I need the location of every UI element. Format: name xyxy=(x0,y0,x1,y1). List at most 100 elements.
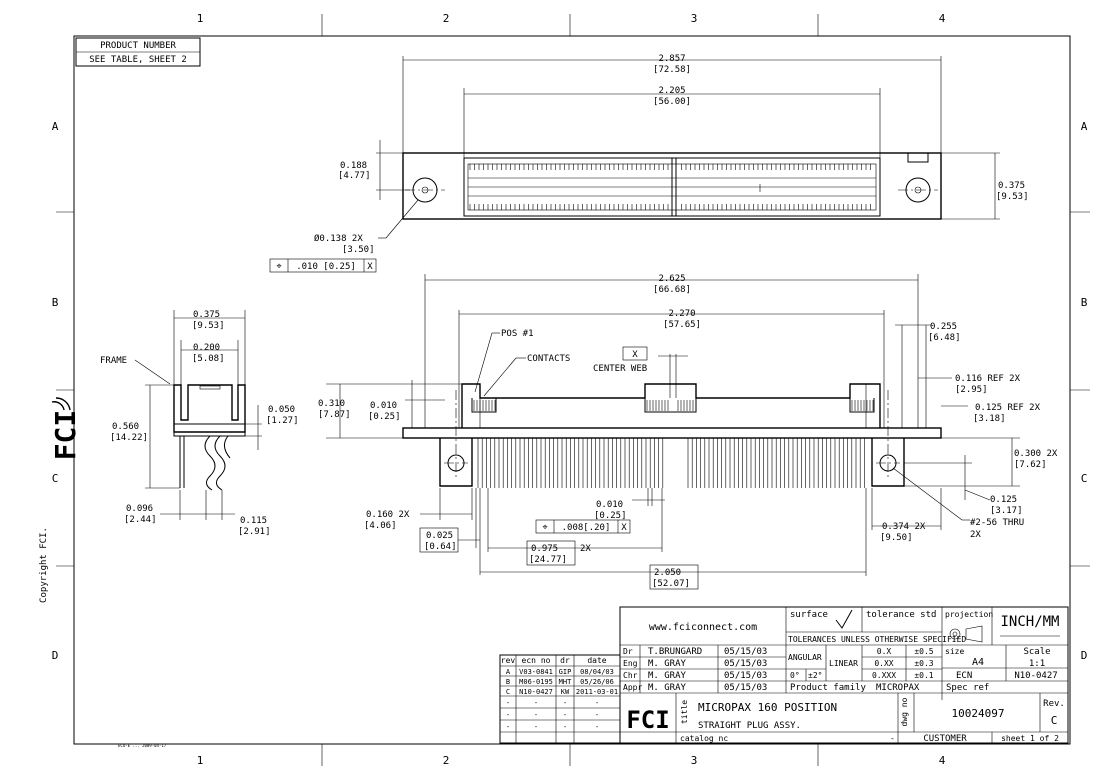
title-block: www.fciconnect.com surface tolerance std… xyxy=(619,606,1069,744)
col-label-2: 2 xyxy=(443,12,450,25)
d125-mm: [3.18] xyxy=(973,414,1006,424)
col-label-1-bottom: 1 xyxy=(197,754,204,767)
frame-label: FRAME xyxy=(100,356,127,366)
thread-2x: 2X xyxy=(970,530,981,540)
tol-std-label: tolerance std xyxy=(866,610,936,620)
rev-label: Rev. xyxy=(1043,699,1065,709)
hole-dia-mm: [3.50] xyxy=(342,245,375,255)
rev-cell: KW xyxy=(561,688,570,696)
rev-cell: - xyxy=(534,711,538,719)
rev-header: rev xyxy=(501,656,516,665)
side-width-dim: 0.375 xyxy=(193,310,220,320)
col-label-4-bottom: 4 xyxy=(939,754,946,767)
linear-format: 0.XXX xyxy=(872,671,896,680)
product-number-value: SEE TABLE, SHEET 2 xyxy=(89,55,187,65)
front-overall-mm: [66.68] xyxy=(653,285,691,295)
pin2-mm: [2.91] xyxy=(238,527,271,537)
inner-width-mm: [56.00] xyxy=(653,97,691,107)
rev-header: dr xyxy=(560,656,570,665)
d125b-mm: [3.17] xyxy=(990,506,1023,516)
rev-cell: - xyxy=(534,723,538,731)
rev-cell: 05/26/06 xyxy=(580,678,614,686)
d025-dim: 0.025 xyxy=(426,531,453,541)
person-date: 05/15/03 xyxy=(724,647,767,657)
pin1-dim: 0.096 xyxy=(126,504,153,514)
title-block-logo: FCI xyxy=(626,706,669,734)
tol-note: TOLERANCES UNLESS OTHERWISE SPECIFIED xyxy=(788,635,966,644)
person-name: M. GRAY xyxy=(648,683,687,693)
d300-mm: [7.62] xyxy=(1014,460,1047,470)
role-label: Dr xyxy=(623,647,633,656)
role-label: Appr xyxy=(623,683,642,692)
edge-dist-mm: [4.77] xyxy=(338,171,371,181)
side-inner-mm: [5.08] xyxy=(192,354,225,364)
side-inner-dim: 0.200 xyxy=(193,343,220,353)
d374-mm: [9.50] xyxy=(880,533,913,543)
pin2-dim: 0.115 xyxy=(240,516,267,526)
rev-header: date xyxy=(587,656,606,665)
rev-cell: - xyxy=(563,723,567,731)
surface-finish-icon xyxy=(835,609,853,629)
rev-value: C xyxy=(1051,714,1058,727)
linear-label: LINEAR xyxy=(829,659,858,668)
ecn-label: ECN xyxy=(956,671,972,681)
d125b-dim: 0.125 xyxy=(990,495,1017,505)
rev-cell: - xyxy=(506,723,510,731)
dwg-label: dwg no xyxy=(900,697,909,726)
linear-tolerance: ±0.5 xyxy=(914,647,933,656)
rev-cell: - xyxy=(506,711,510,719)
side-width-mm: [9.53] xyxy=(192,321,225,331)
front-inner-mm: [57.65] xyxy=(663,320,701,330)
rev-header: ecn no xyxy=(522,656,551,665)
rev-cell: A xyxy=(506,668,511,676)
person-name: M. GRAY xyxy=(648,659,687,669)
d255-mm: [6.48] xyxy=(928,333,961,343)
pin1-mm: [2.44] xyxy=(124,515,157,525)
catalog-label: catalog nc xyxy=(680,734,728,743)
fci-logo-text: FCI xyxy=(49,410,82,461)
d050-dim: 2.050 xyxy=(654,568,681,578)
linear-tolerance: ±0.3 xyxy=(914,659,933,668)
rev-cell: MHT xyxy=(559,678,572,686)
d050-mm: [52.07] xyxy=(652,579,690,589)
title-line-1: MICROPAX 160 POSITION xyxy=(698,701,837,714)
role-label: Chr xyxy=(623,671,638,680)
small-footer: ECO-E ... 2009-04-17 xyxy=(118,743,167,748)
side-thick-dim: 0.050 xyxy=(268,405,295,415)
rev-cell: - xyxy=(534,699,538,707)
d975-dim: 0.975 xyxy=(531,544,558,554)
person-name: M. GRAY xyxy=(648,671,687,681)
d300-dim: 0.300 2X xyxy=(1014,449,1058,459)
d255-dim: 0.255 xyxy=(930,322,957,332)
role-label: Eng xyxy=(623,659,638,668)
row-label-b-right: B xyxy=(1081,296,1088,309)
d975-mm: [24.77] xyxy=(529,555,567,565)
row-label-b: B xyxy=(52,296,59,309)
hole-dia-dim: Ø0.138 2X xyxy=(314,233,363,244)
front-view: 2.625 [66.68] 2.270 [57.65] POS #1 CONTA… xyxy=(318,274,1058,590)
tolerance-value: .010 [0.25] xyxy=(296,262,356,272)
row-label-a-right: A xyxy=(1081,120,1088,133)
website: www.fciconnect.com xyxy=(649,622,757,633)
rev-cell: N10-0427 xyxy=(519,688,553,696)
d160-dim: 0.160 2X xyxy=(366,510,410,520)
overall-width-mm: [72.58] xyxy=(653,65,691,75)
product-family-label: Product family xyxy=(790,683,866,693)
front-h2-dim: 0.010 xyxy=(370,401,397,411)
height-dim: 0.375 xyxy=(998,181,1025,191)
person-date: 05/15/03 xyxy=(724,671,767,681)
side-height-mm: [14.22] xyxy=(110,433,148,443)
row-label-c: C xyxy=(52,472,59,485)
d975-2x: 2X xyxy=(580,544,591,554)
projection-label: projection xyxy=(945,610,993,619)
fci-side-logo: FCI xyxy=(49,397,82,461)
front-h1-mm: [7.87] xyxy=(318,410,351,420)
row-label-c-right: C xyxy=(1081,472,1088,485)
center-web-ref: X xyxy=(632,350,638,360)
thread-dim: #2-56 THRU xyxy=(970,518,1024,528)
tolerance-ref: X xyxy=(367,262,373,272)
rev-cell: C xyxy=(506,688,510,696)
center-web-label: CENTER WEB xyxy=(593,364,647,374)
angular-label: ANGULAR xyxy=(788,653,822,662)
size-label: size xyxy=(945,647,964,656)
